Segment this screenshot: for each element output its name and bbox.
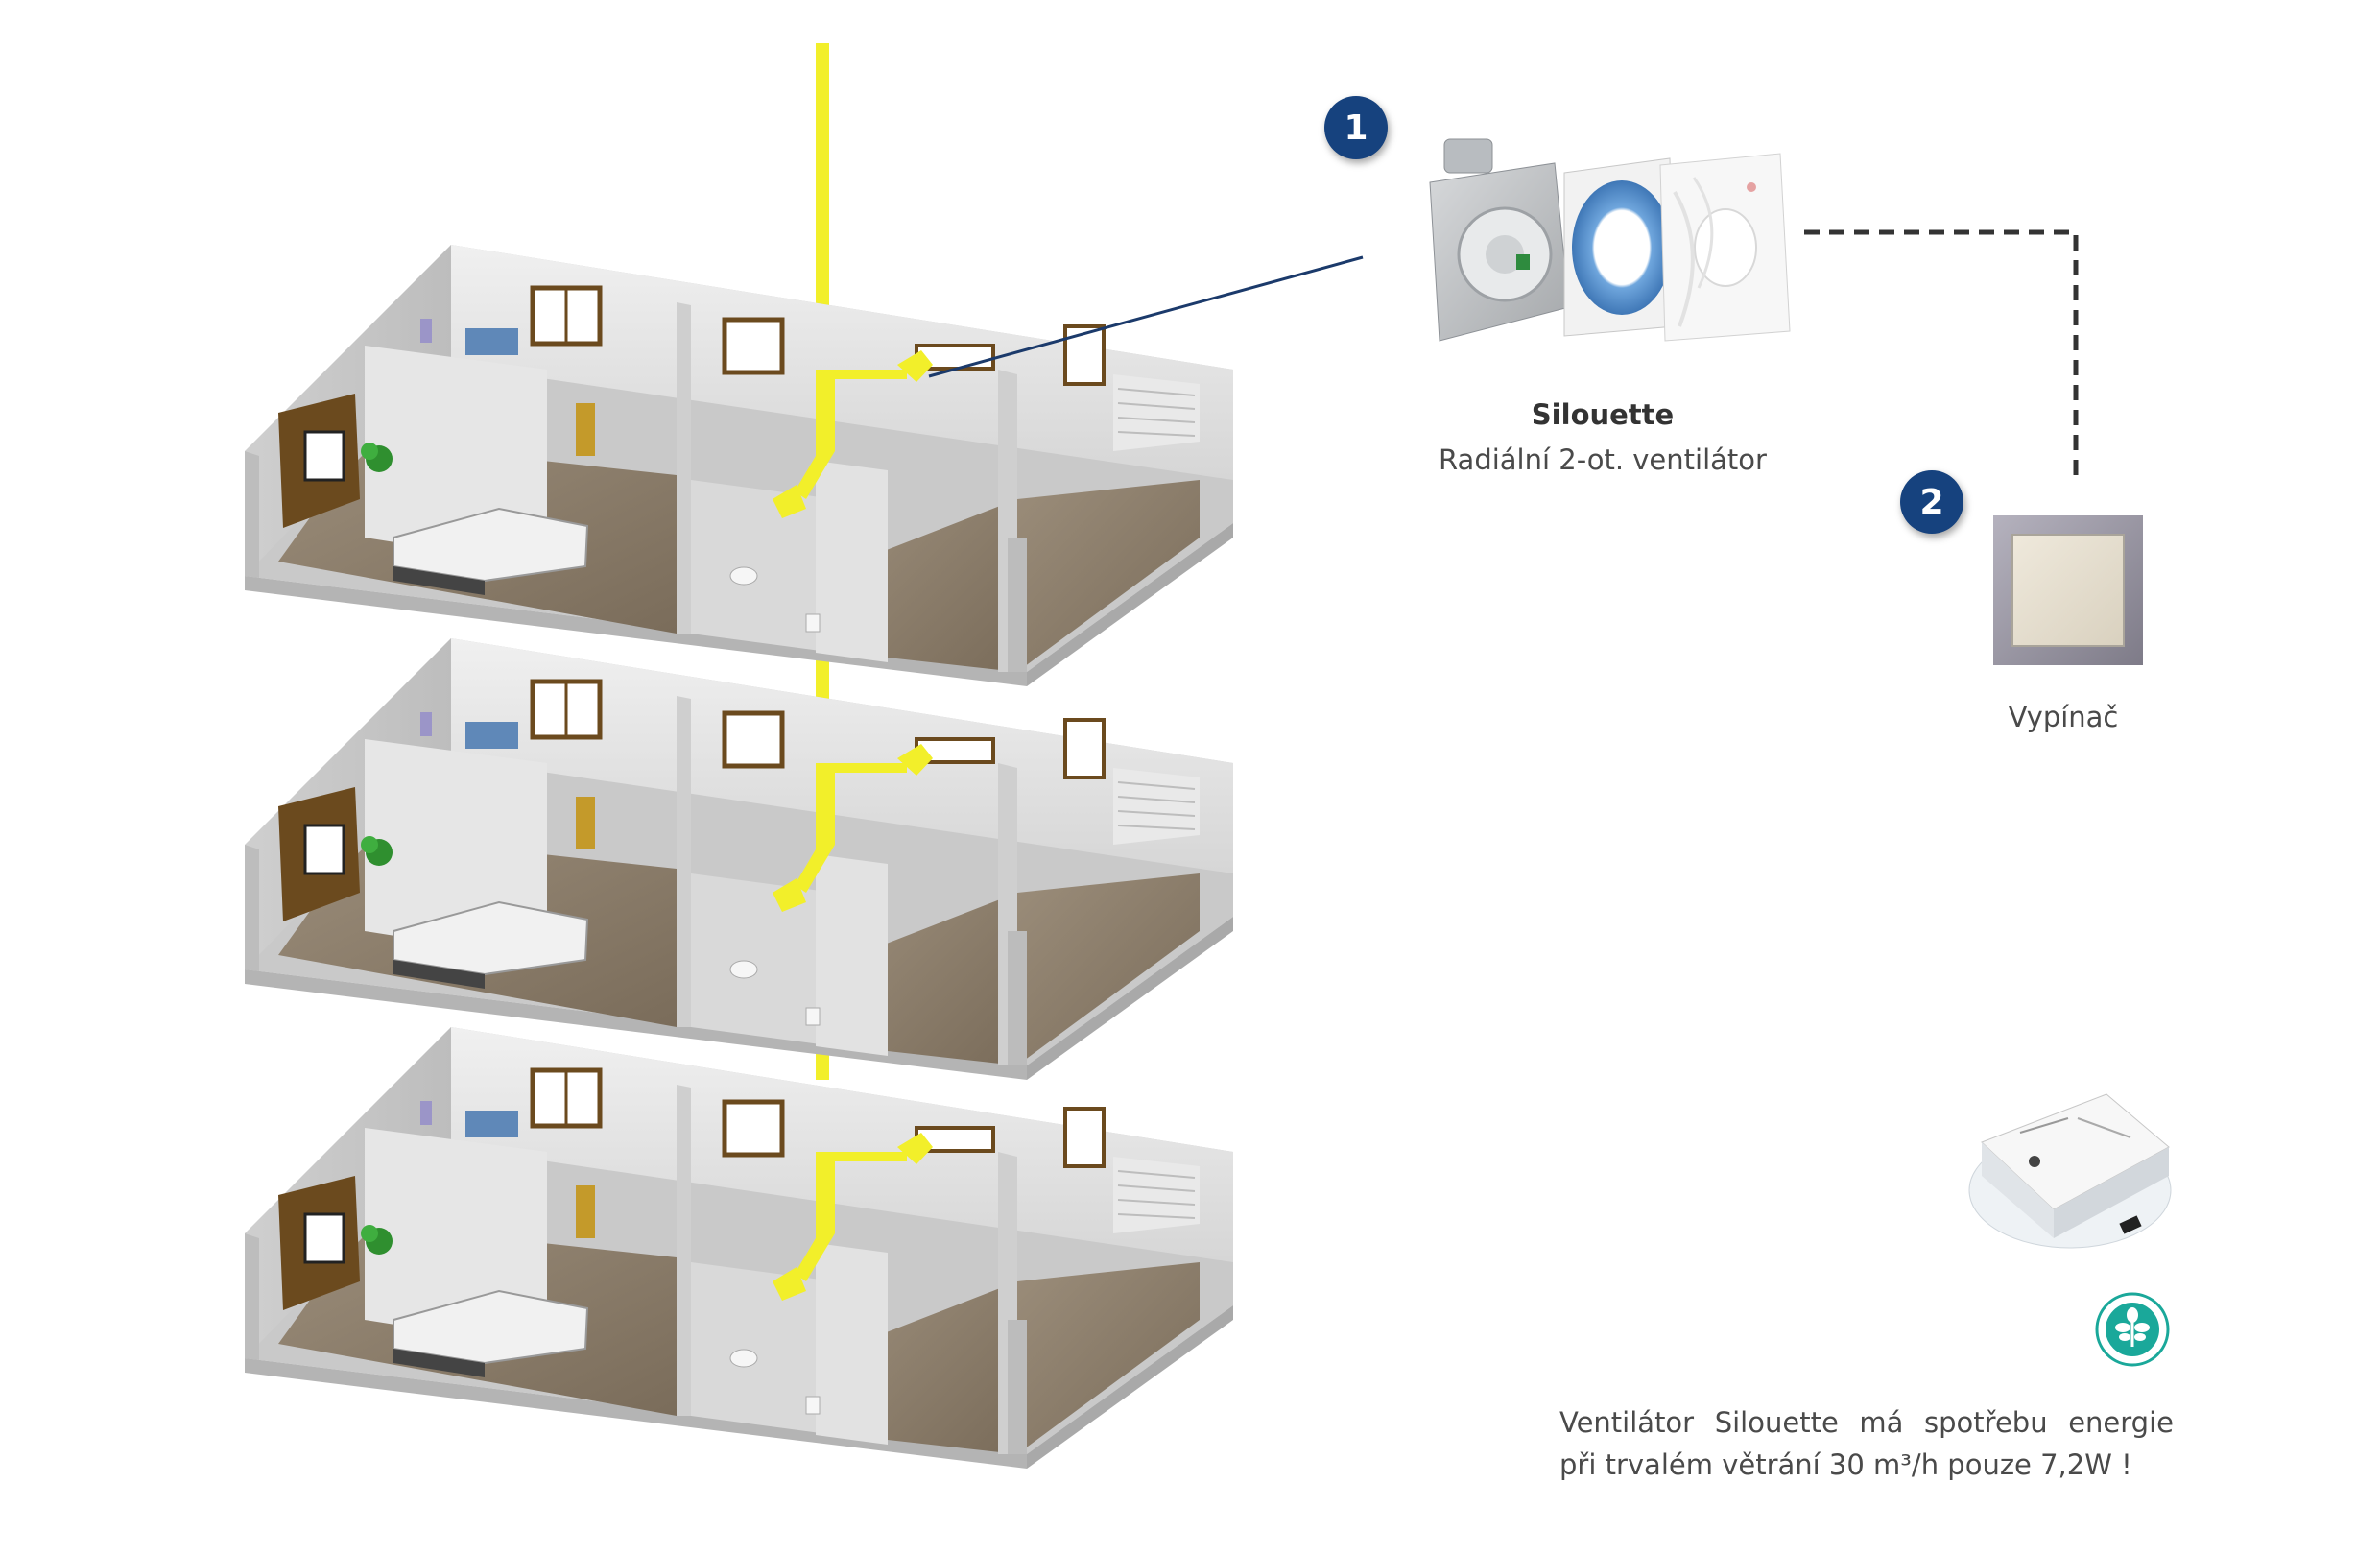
energy-note: Ventilátor Silouette má spotřebu energie… <box>1559 1401 2174 1486</box>
floor-top <box>245 245 1233 686</box>
badge-fan: 1 <box>1324 96 1388 159</box>
green-ventilation-logo <box>2095 1292 2170 1367</box>
fan-image <box>1429 138 1791 342</box>
product-name: Silouette <box>1531 398 1675 431</box>
floor-middle <box>245 638 1233 1080</box>
fan-pointer-line <box>928 255 1364 378</box>
badge-switch: 2 <box>1900 470 1964 534</box>
energy-note-line-1: Ventilátor Silouette má spotřebu energie <box>1559 1406 2174 1439</box>
floor-bottom <box>245 1027 1233 1469</box>
wiring-dashed-line <box>1804 229 2079 475</box>
product-description: Radiální 2-ot. ventilátor <box>1439 443 1767 476</box>
switch-image <box>1993 515 2143 665</box>
controller-module-image <box>1968 1093 2172 1249</box>
switch-label: Vypínač <box>2008 701 2119 733</box>
energy-note-line-2: při trvalém větrání 30 m³/h pouze 7,2W ! <box>1559 1448 2132 1481</box>
